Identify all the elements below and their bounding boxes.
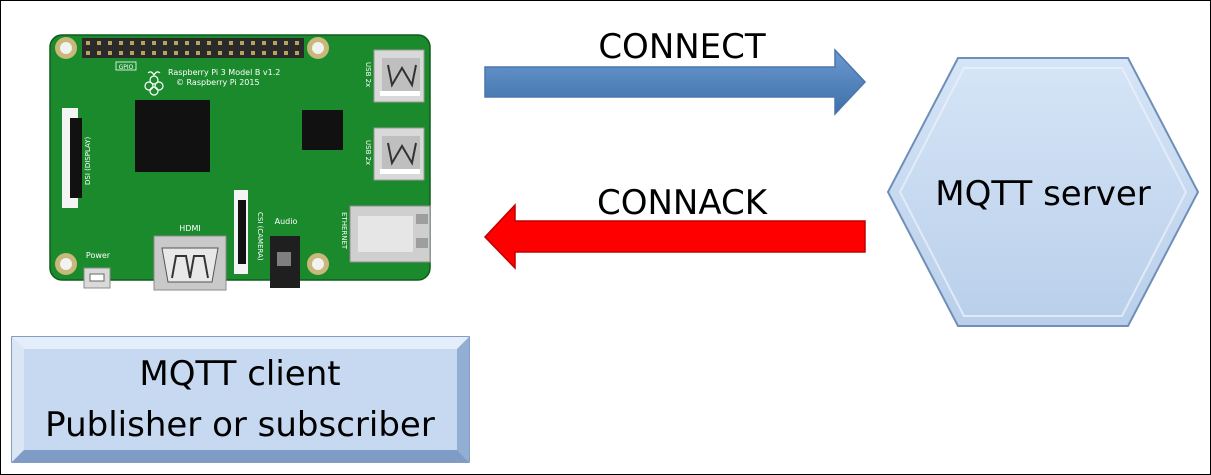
mounting-holes bbox=[55, 37, 329, 275]
mqtt-server-label: MQTT server bbox=[935, 174, 1150, 214]
pcb bbox=[49, 34, 431, 281]
mqtt-client-box bbox=[11, 336, 470, 463]
audio-label: Audio bbox=[275, 217, 298, 226]
mqtt-client-subtitle: Publisher or subscriber bbox=[45, 405, 435, 445]
dsi-display-connector: DSI (DISPLAY) bbox=[62, 108, 92, 208]
board-model: Raspberry Pi 3 Model B v1.2 bbox=[168, 68, 280, 77]
csi-camera-connector bbox=[234, 190, 248, 274]
hdmi-port bbox=[153, 235, 227, 291]
soc-chip bbox=[135, 100, 210, 172]
ethernet-port bbox=[349, 205, 431, 263]
gpio-header: GPIO bbox=[82, 38, 304, 71]
hdmi-label: HDMI bbox=[179, 224, 200, 233]
display-label: DSI (DISPLAY) bbox=[84, 136, 92, 185]
board-copyright: © Raspberry Pi 2015 bbox=[176, 78, 260, 87]
usb-label-bottom: USB 2x bbox=[364, 140, 372, 165]
power-label: Power bbox=[86, 251, 111, 260]
connack-arrow bbox=[483, 203, 866, 270]
raspberry-pi-board: GPIO Raspberry Pi 3 Model B v1.2 © Raspb… bbox=[49, 34, 431, 291]
power-port bbox=[83, 267, 111, 289]
audio-jack bbox=[270, 236, 300, 288]
connack-label: CONNACK bbox=[597, 183, 769, 223]
usb-port-bottom bbox=[373, 127, 425, 181]
gpio-label: GPIO bbox=[119, 64, 134, 71]
connect-label: CONNECT bbox=[598, 27, 766, 67]
usb-port-top bbox=[373, 49, 425, 103]
ethernet-label: ETHERNET bbox=[340, 212, 348, 250]
mqtt-client-title: MQTT client bbox=[139, 354, 340, 394]
usb-label-top: USB 2x bbox=[364, 62, 372, 87]
lan-chip bbox=[302, 110, 343, 150]
connect-arrow bbox=[484, 48, 867, 116]
camera-label: CSI (CAMERA) bbox=[256, 212, 264, 261]
raspberry-logo-icon bbox=[144, 71, 164, 96]
mqtt-server-hexagon bbox=[886, 57, 1200, 327]
